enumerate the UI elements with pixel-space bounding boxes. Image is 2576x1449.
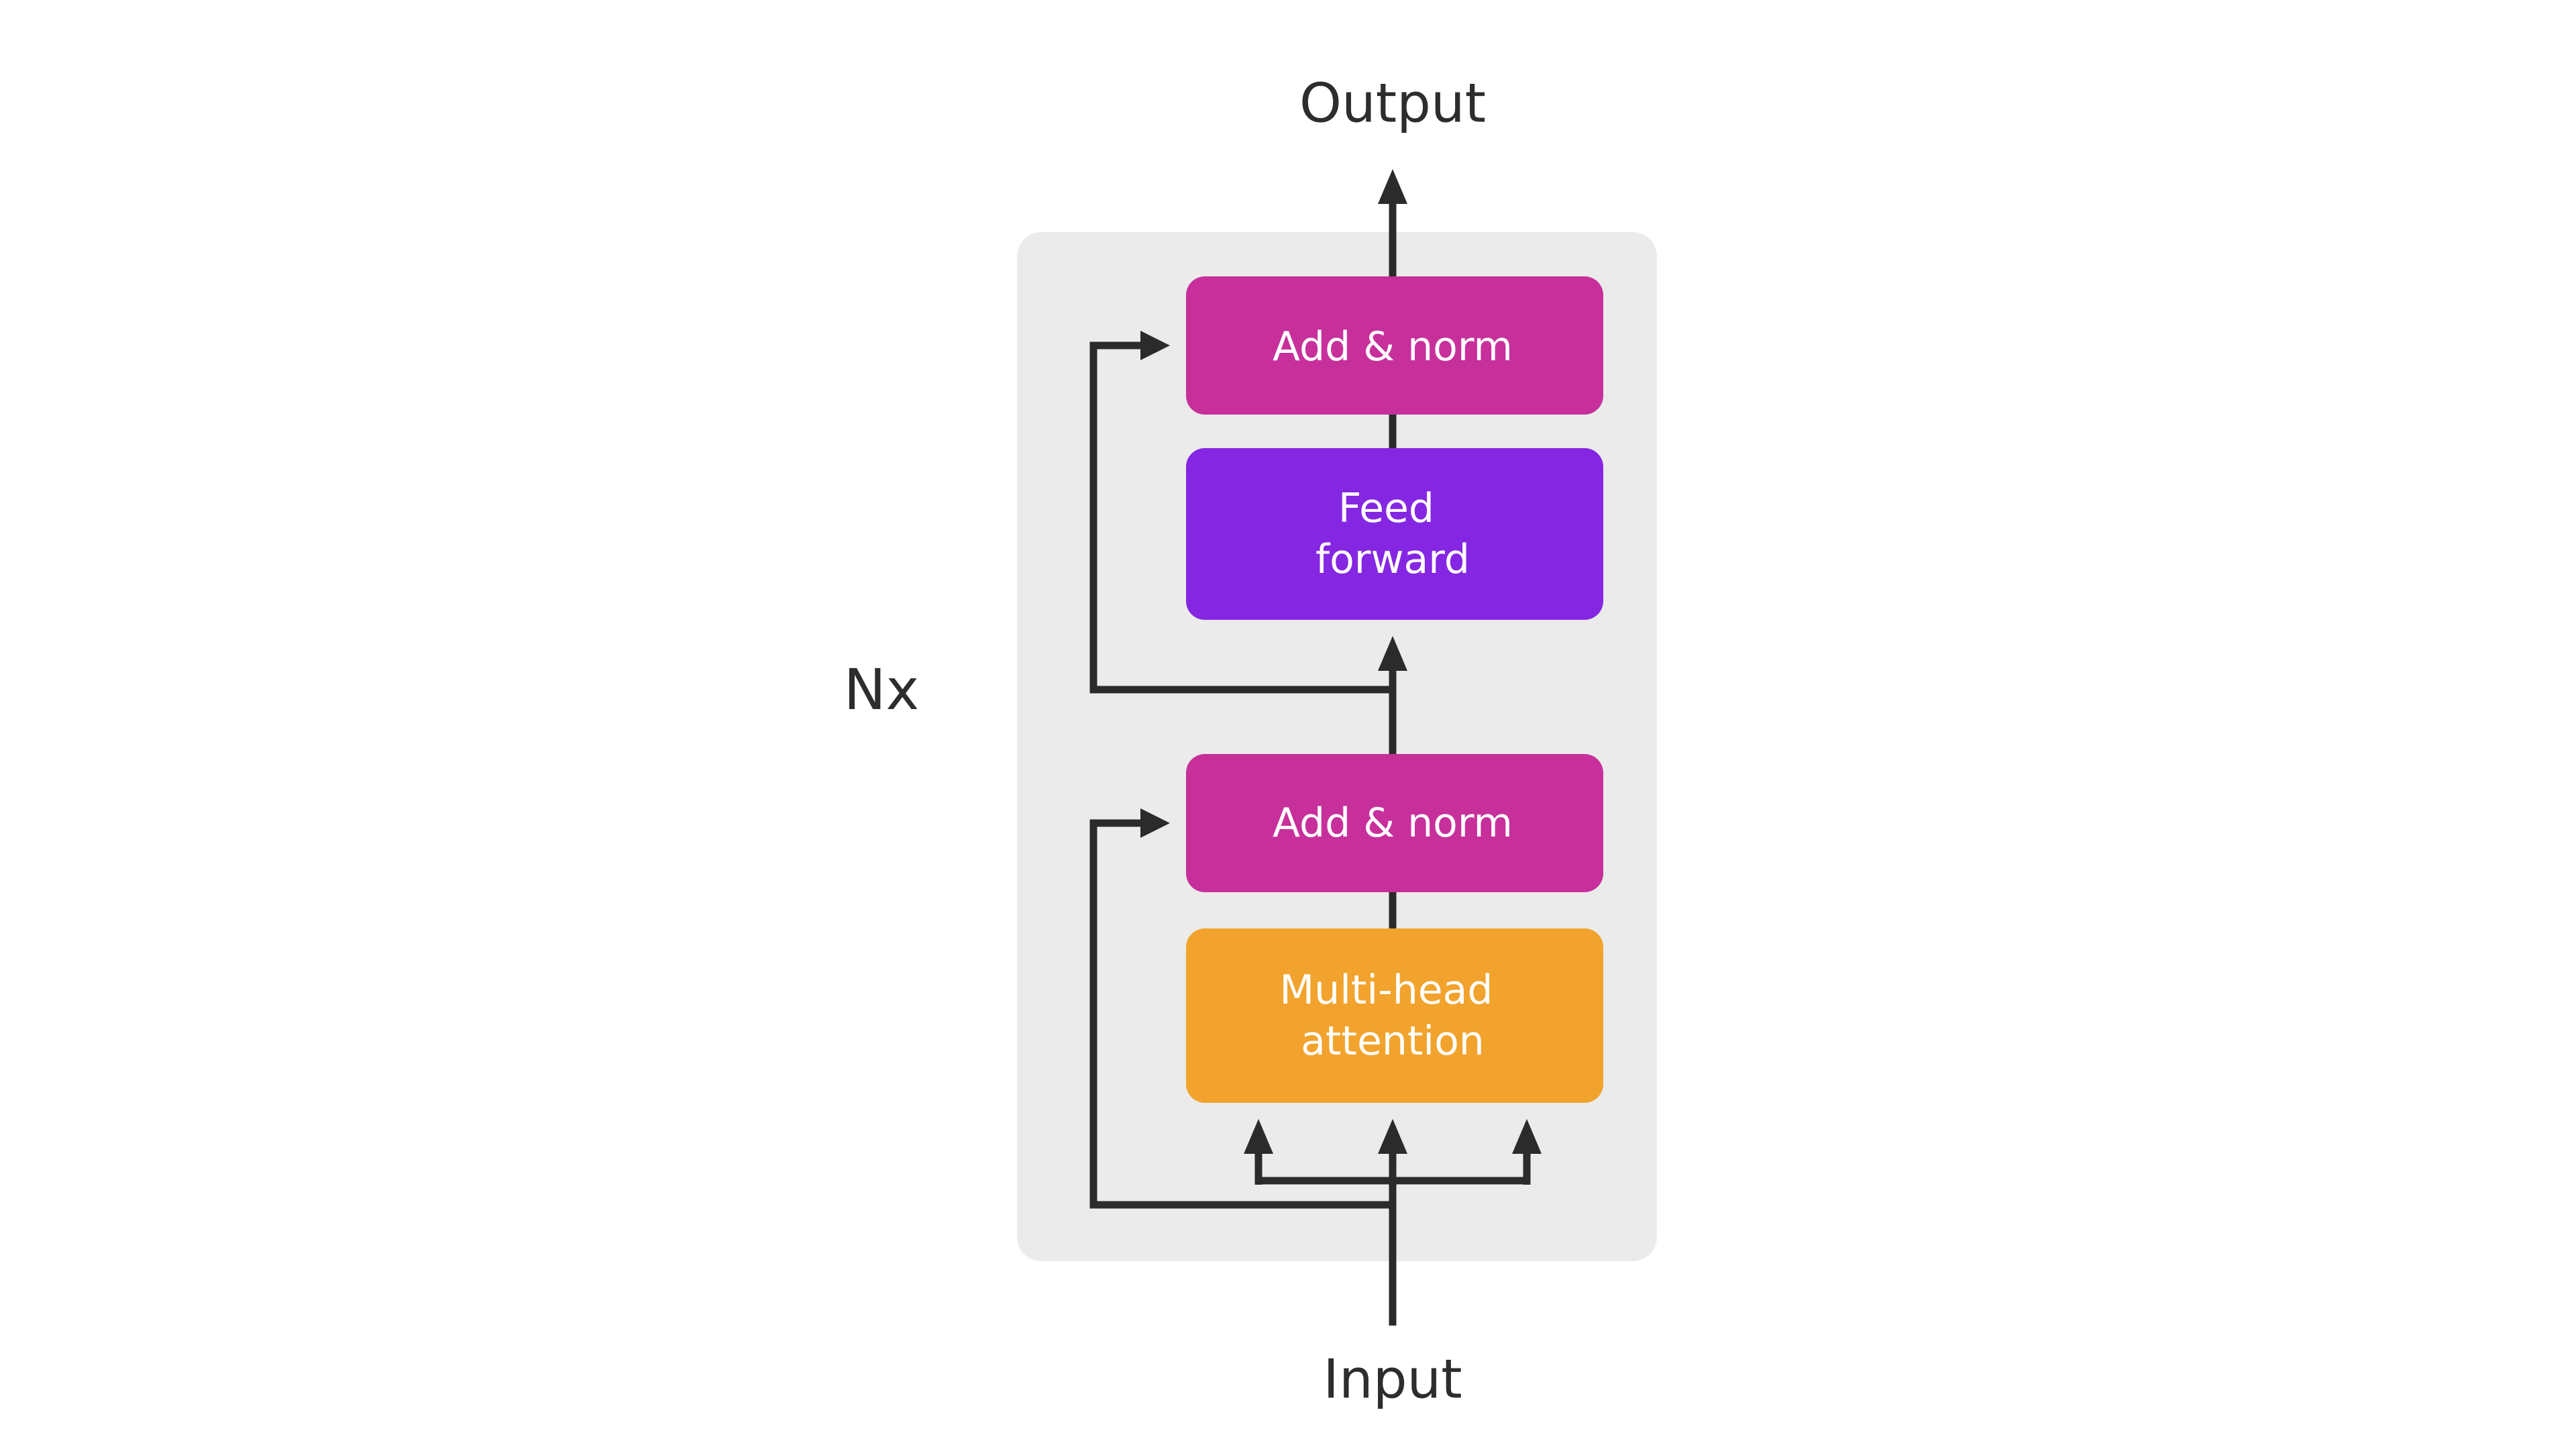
multi-head-attention-label: Multi-head attention: [1279, 953, 1505, 1065]
output-label: Output: [1299, 72, 1486, 135]
residual-wire-lower: [1089, 819, 1393, 1209]
multi-head-attention-label-line2: attention: [1301, 1018, 1485, 1065]
feed-forward-label: Feed forward: [1316, 472, 1470, 583]
residual-lower-arrowhead-icon: [1140, 808, 1170, 838]
feedforward-arrowhead-icon: [1378, 636, 1407, 671]
residual-wire-upper: [1089, 341, 1393, 694]
add-norm-top-label: Add & norm: [1273, 323, 1513, 370]
add-norm-bottom-label: Add & norm: [1273, 800, 1513, 847]
add-norm-bottom-block: [1186, 754, 1603, 892]
attention-right-arrowhead-icon: [1512, 1119, 1542, 1154]
repeat-count-label: Nx: [844, 657, 920, 722]
attention-middle-arrowhead-icon: [1378, 1119, 1407, 1154]
multi-head-attention-label-line1: Multi-head: [1279, 967, 1493, 1014]
input-label: Input: [1323, 1348, 1462, 1411]
residual-upper-arrowhead-icon: [1140, 331, 1170, 360]
multi-head-attention-block: [1186, 928, 1603, 1103]
feed-forward-label-line2: forward: [1316, 536, 1470, 583]
attention-left-arrowhead-icon: [1244, 1119, 1273, 1154]
output-arrowhead-icon: [1378, 169, 1407, 204]
feed-forward-label-line1: Feed: [1338, 485, 1434, 532]
feed-forward-block: [1186, 448, 1603, 620]
add-norm-top-block: [1186, 276, 1603, 415]
